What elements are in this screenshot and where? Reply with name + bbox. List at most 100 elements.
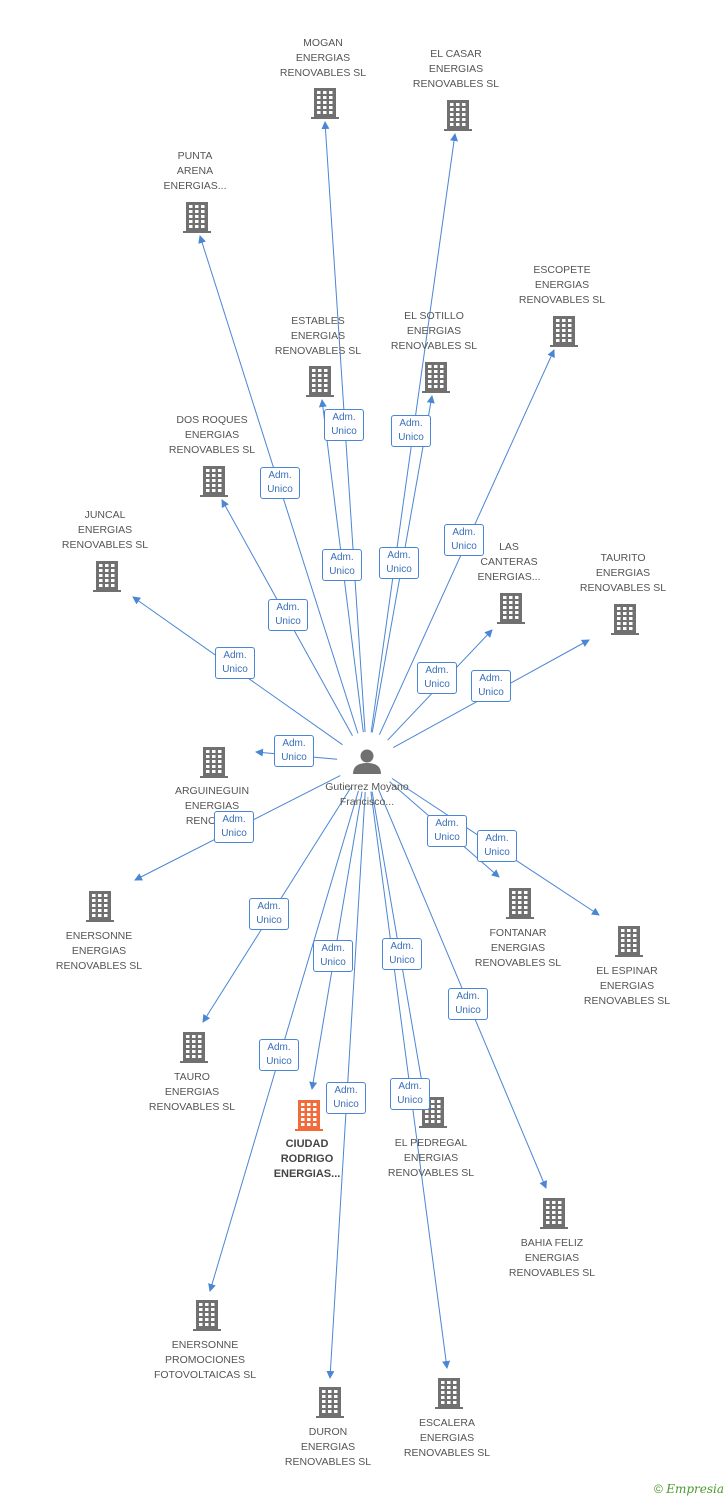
node-label-line: RENOVABLES SL xyxy=(279,67,367,79)
node-las-canteras[interactable] xyxy=(495,591,527,630)
edge-label-role: Adm. xyxy=(398,1081,422,1092)
node-label-line: MOGAN xyxy=(303,37,343,49)
node-label-line: ENERGIAS xyxy=(403,1152,459,1164)
node-bahia-feliz[interactable] xyxy=(538,1196,570,1235)
node-el-espinar[interactable] xyxy=(613,924,645,963)
edge-label-role-type: Unico xyxy=(222,664,248,675)
edge-label-role: Adm. xyxy=(282,738,306,749)
edge-label-role: Adm. xyxy=(456,991,480,1002)
edge-label-taurito[interactable]: Adm.Unico xyxy=(471,670,511,702)
node-label-line: ENERGIAS xyxy=(184,800,240,812)
node-label-line: ESCOPETE xyxy=(533,264,591,276)
edge-label-enersonne[interactable]: Adm.Unico xyxy=(214,811,254,843)
center-person-label[interactable]: Gutierrez Moyano Francisco... xyxy=(325,781,409,808)
node-ciudad-rodrigo[interactable] xyxy=(293,1098,325,1137)
edge-label-enersonne-promociones[interactable]: Adm.Unico xyxy=(259,1039,299,1071)
node-estables[interactable] xyxy=(304,364,336,403)
node-label-line: RENOVABLES SL xyxy=(148,1101,236,1113)
edge-label-role-type: Unico xyxy=(256,915,282,926)
edge-label-role: Adm. xyxy=(485,833,509,844)
node-label-escopete[interactable]: ESCOPETE ENERGIAS RENOVABLES SL xyxy=(497,263,627,308)
edge-label-juncal[interactable]: Adm.Unico xyxy=(215,647,255,679)
node-label-line: ENERGIAS xyxy=(534,279,590,291)
edge-label-punta-arena[interactable]: Adm.Unico xyxy=(260,467,300,499)
edge-label-mogan[interactable]: Adm.Unico xyxy=(324,409,364,441)
node-label-line: ENERGIAS xyxy=(524,1252,580,1264)
node-label-line: ENERGIAS... xyxy=(273,1168,341,1180)
edge-label-el-casar[interactable]: Adm.Unico xyxy=(391,415,431,447)
node-label-line: ENERGIAS xyxy=(295,52,351,64)
node-juncal[interactable] xyxy=(91,559,123,598)
edge-label-escalera[interactable]: Adm.Unico xyxy=(390,1078,430,1110)
edge-label-ciudad-rodrigo[interactable]: Adm.Unico xyxy=(313,940,353,972)
node-label-line: RENOVABLES SL xyxy=(518,294,606,306)
edge-label-arguineguin[interactable]: Adm.Unico xyxy=(274,735,314,767)
node-label-line: EL ESPINAR xyxy=(596,965,658,977)
node-arguineguin[interactable] xyxy=(198,745,230,784)
edge-label-role-type: Unico xyxy=(320,957,346,968)
node-enersonne-promociones[interactable] xyxy=(191,1298,223,1337)
node-el-sotillo[interactable] xyxy=(420,360,452,399)
node-tauro[interactable] xyxy=(178,1030,210,1069)
node-duron[interactable] xyxy=(314,1385,346,1424)
node-mogan[interactable] xyxy=(309,86,341,125)
edge-label-role-type: Unico xyxy=(386,564,412,575)
node-label-line: FOTOVOLTAICAS SL xyxy=(153,1369,257,1381)
node-label-line: DURON xyxy=(308,1426,348,1438)
edge-label-role: Adm. xyxy=(222,814,246,825)
node-punta-arena[interactable] xyxy=(181,200,213,239)
edge-label-el-espinar[interactable]: Adm.Unico xyxy=(477,830,517,862)
edge-label-bahia-feliz[interactable]: Adm. Unico xyxy=(448,988,488,1020)
edge-label-las-canteras[interactable]: Adm.Unico xyxy=(417,662,457,694)
edge-label-estables[interactable]: Adm.Unico xyxy=(322,549,362,581)
node-label-line: ENERGIAS xyxy=(71,945,127,957)
edge-label-role-type: Unico xyxy=(455,1005,481,1016)
edge-label-role-type: Unico xyxy=(266,1056,292,1067)
node-label-line: EL SOTILLO xyxy=(404,310,464,322)
edge-label-tauro[interactable]: Adm.Unico xyxy=(249,898,289,930)
node-label-arguineguin[interactable]: ARGUINEGUIN ENERGIAS RENOVA... xyxy=(147,784,277,829)
edge-label-fontanar[interactable]: Adm.Unico xyxy=(427,815,467,847)
edge-label-role: Adm. xyxy=(334,1085,358,1096)
node-escopete[interactable] xyxy=(548,314,580,353)
node-label-line: ENERGIAS xyxy=(490,942,546,954)
node-el-casar[interactable] xyxy=(442,98,474,137)
node-escalera[interactable] xyxy=(433,1376,465,1415)
edge-label-duron[interactable]: Adm.Unico xyxy=(326,1082,366,1114)
node-taurito[interactable] xyxy=(609,602,641,641)
node-dos-roques[interactable] xyxy=(198,464,230,503)
node-label-line: DOS ROQUES xyxy=(176,414,248,426)
node-enersonne[interactable] xyxy=(84,889,116,928)
edge-label-escopete[interactable]: Adm.Unico xyxy=(444,524,484,556)
node-label-line: ENERGIAS xyxy=(300,1441,356,1453)
edge-label-dos-roques[interactable]: Adm.Unico xyxy=(268,599,308,631)
edge-label-el-sotillo[interactable]: Adm.Unico xyxy=(379,547,419,579)
node-label-mogan[interactable]: MOGAN ENERGIAS RENOVABLES SL xyxy=(258,36,388,81)
person-icon[interactable] xyxy=(353,749,381,775)
node-fontanar[interactable] xyxy=(504,886,536,925)
node-label-line: ARGUINEGUIN xyxy=(174,785,250,797)
node-label-line: RENOVABLES SL xyxy=(412,78,500,90)
building-icon xyxy=(444,100,472,131)
edge-label-el-pedregal[interactable]: Adm.Unico xyxy=(382,938,422,970)
node-label-line: RENOVA... xyxy=(185,815,239,827)
person-head xyxy=(360,749,374,763)
